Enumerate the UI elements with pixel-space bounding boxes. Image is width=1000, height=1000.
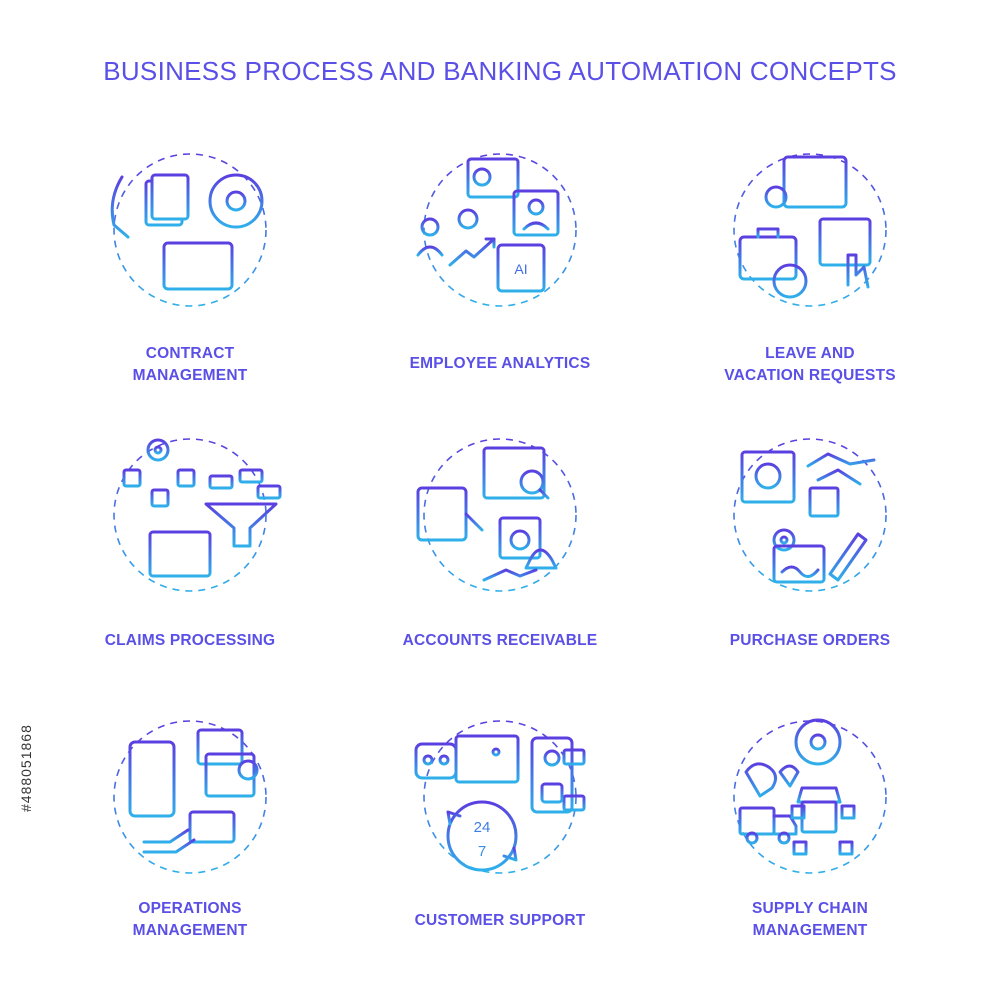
- claims-processing-icon: [60, 430, 320, 610]
- concept-label-line1: OPERATIONS: [138, 900, 242, 917]
- accounts-receivable-icon: [370, 430, 630, 610]
- concept-label-line1: EMPLOYEE ANALYTICS: [409, 355, 591, 372]
- concept-label-line2: MANAGEMENT: [752, 922, 868, 939]
- operations-management-icon: [60, 712, 320, 892]
- concept-label-line1: LEAVE AND: [765, 345, 855, 362]
- leave-vacation-icon: [680, 145, 940, 325]
- concept-label-line1: CONTRACT: [145, 345, 235, 362]
- concept-label-line2: MANAGEMENT: [132, 367, 248, 384]
- page-title: BUSINESS PROCESS AND BANKING AUTOMATION …: [103, 56, 897, 86]
- concept-label-line1: CUSTOMER SUPPORT: [414, 912, 586, 929]
- contract-management-icon: [60, 145, 320, 325]
- concept-label-line2: MANAGEMENT: [132, 922, 248, 939]
- employee-analytics-icon: AI: [370, 145, 630, 325]
- concept-label-line2: VACATION REQUESTS: [724, 367, 896, 384]
- ai-chip-text: AI: [514, 261, 527, 277]
- support-24-text: 24: [474, 819, 491, 836]
- concept-label-line1: PURCHASE ORDERS: [729, 632, 891, 649]
- purchase-orders-icon: [680, 430, 940, 610]
- concept-label-line1: ACCOUNTS RECEIVABLE: [402, 632, 598, 649]
- customer-support-icon: 24 7: [370, 712, 630, 892]
- concept-label-line1: SUPPLY CHAIN: [751, 900, 869, 917]
- support-7-text: 7: [478, 843, 486, 860]
- supply-chain-icon: [680, 712, 940, 892]
- stock-id: #488051868: [18, 724, 34, 812]
- concept-label-line1: CLAIMS PROCESSING: [104, 632, 276, 649]
